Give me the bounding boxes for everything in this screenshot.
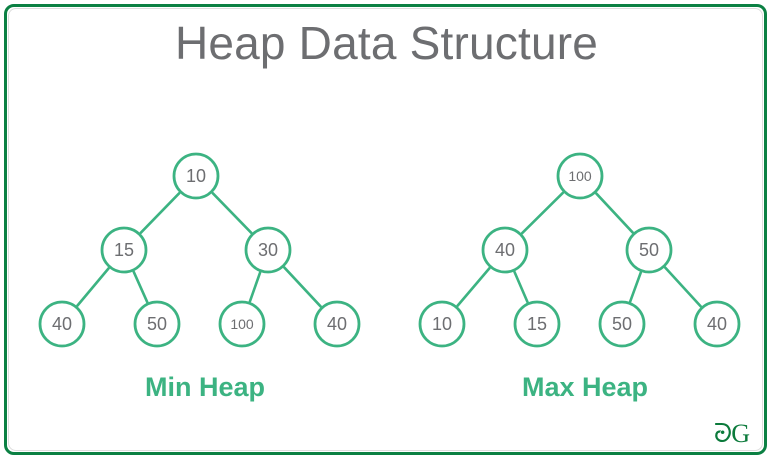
tree-node-value: 15 bbox=[527, 314, 547, 334]
tree-node-value: 100 bbox=[568, 168, 592, 184]
tree-node[interactable]: 50 bbox=[625, 226, 673, 274]
tree-node-circle bbox=[556, 152, 604, 200]
tree-node-value: 50 bbox=[147, 314, 167, 334]
tree-node-circle bbox=[625, 226, 673, 274]
tree-node[interactable]: 40 bbox=[693, 300, 741, 348]
tree-node[interactable]: 40 bbox=[313, 300, 361, 348]
tree-node[interactable]: 100 bbox=[556, 152, 604, 200]
tree-node-value: 30 bbox=[258, 240, 278, 260]
tree-node[interactable]: 10 bbox=[418, 300, 466, 348]
tree-node-value: 15 bbox=[114, 240, 134, 260]
outer-border bbox=[4, 4, 767, 455]
tree-node-circle bbox=[513, 300, 561, 348]
min-heap-label: Min Heap bbox=[144, 372, 265, 402]
tree-node-circle bbox=[313, 300, 361, 348]
tree-node[interactable]: 100 bbox=[218, 300, 266, 348]
tree-node-circle bbox=[418, 300, 466, 348]
tree-edge bbox=[595, 192, 634, 234]
tree-edge bbox=[456, 266, 491, 308]
tree-edge bbox=[76, 267, 110, 307]
tree-node-value: 40 bbox=[495, 240, 515, 260]
tree-node-value: 40 bbox=[707, 314, 727, 334]
tree-edge bbox=[139, 191, 181, 235]
tree-node-circle bbox=[481, 226, 529, 274]
tree-node-circle bbox=[172, 152, 220, 200]
tree-nodes: 10 15 30 40 50 100 40 100 40 50 10 15 50 40 bbox=[38, 152, 741, 348]
tree-node[interactable]: 30 bbox=[244, 226, 292, 274]
tree-node[interactable]: 15 bbox=[100, 226, 148, 274]
tree-node[interactable]: 15 bbox=[513, 300, 561, 348]
tree-node-circle bbox=[693, 300, 741, 348]
tree-node-value: 10 bbox=[432, 314, 452, 334]
tree-edge bbox=[520, 191, 565, 235]
page-title: Heap Data Structure bbox=[174, 17, 599, 69]
tree-node-circle bbox=[38, 300, 86, 348]
tree-edge bbox=[663, 266, 703, 308]
geeksforgeeks-logo: ᘒG bbox=[713, 419, 750, 448]
tree-node[interactable]: 50 bbox=[598, 300, 646, 348]
max-heap-label: Max Heap bbox=[521, 372, 649, 402]
tree-edge bbox=[628, 271, 643, 303]
tree-edge bbox=[513, 270, 529, 304]
tree-node-value: 50 bbox=[639, 240, 659, 260]
tree-edge bbox=[248, 271, 262, 303]
tree-node-value: 10 bbox=[186, 166, 206, 186]
tree-node-value: 50 bbox=[612, 314, 632, 334]
tree-node-value: 100 bbox=[230, 316, 254, 332]
tree-node-circle bbox=[244, 226, 292, 274]
tree-node[interactable]: 50 bbox=[133, 300, 181, 348]
tree-node-circle bbox=[218, 300, 266, 348]
tree-node-value: 40 bbox=[52, 314, 72, 334]
tree-node[interactable]: 40 bbox=[38, 300, 86, 348]
tree-edge bbox=[211, 191, 253, 235]
tree-node-circle bbox=[100, 226, 148, 274]
tree-node-circle bbox=[133, 300, 181, 348]
tree-edges bbox=[76, 191, 703, 308]
tree-edge bbox=[283, 266, 322, 308]
tree-node[interactable]: 10 bbox=[172, 152, 220, 200]
tree-node[interactable]: 40 bbox=[481, 226, 529, 274]
tree-edge bbox=[132, 270, 149, 304]
tree-node-circle bbox=[598, 300, 646, 348]
tree-node-value: 40 bbox=[327, 314, 347, 334]
